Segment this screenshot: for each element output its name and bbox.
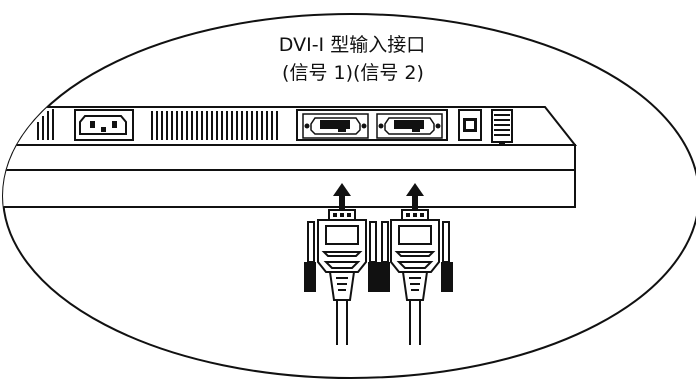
power-socket-icon: [74, 109, 134, 141]
side-slots: [491, 109, 513, 145]
dvi-plug-2: [380, 209, 453, 301]
cable-1: [336, 300, 348, 345]
arrow-up-icon: [333, 183, 351, 210]
dvi-port-2: [376, 113, 443, 139]
diagram-subtitle: (信号 1)(信号 2): [282, 62, 424, 84]
cable-2: [409, 300, 421, 345]
monitor-back-view: [3, 106, 578, 208]
dvi-plug-1: [304, 209, 380, 301]
vent-grille: [151, 111, 278, 140]
dvi-port-1: [302, 113, 369, 139]
monitor-base-band: [3, 144, 576, 208]
arrow-up-icon-2: [406, 183, 424, 210]
left-vent-grille: [37, 109, 54, 140]
diagram-title: DVI-I 型输入接口: [278, 34, 426, 56]
usb-port: [458, 109, 482, 141]
